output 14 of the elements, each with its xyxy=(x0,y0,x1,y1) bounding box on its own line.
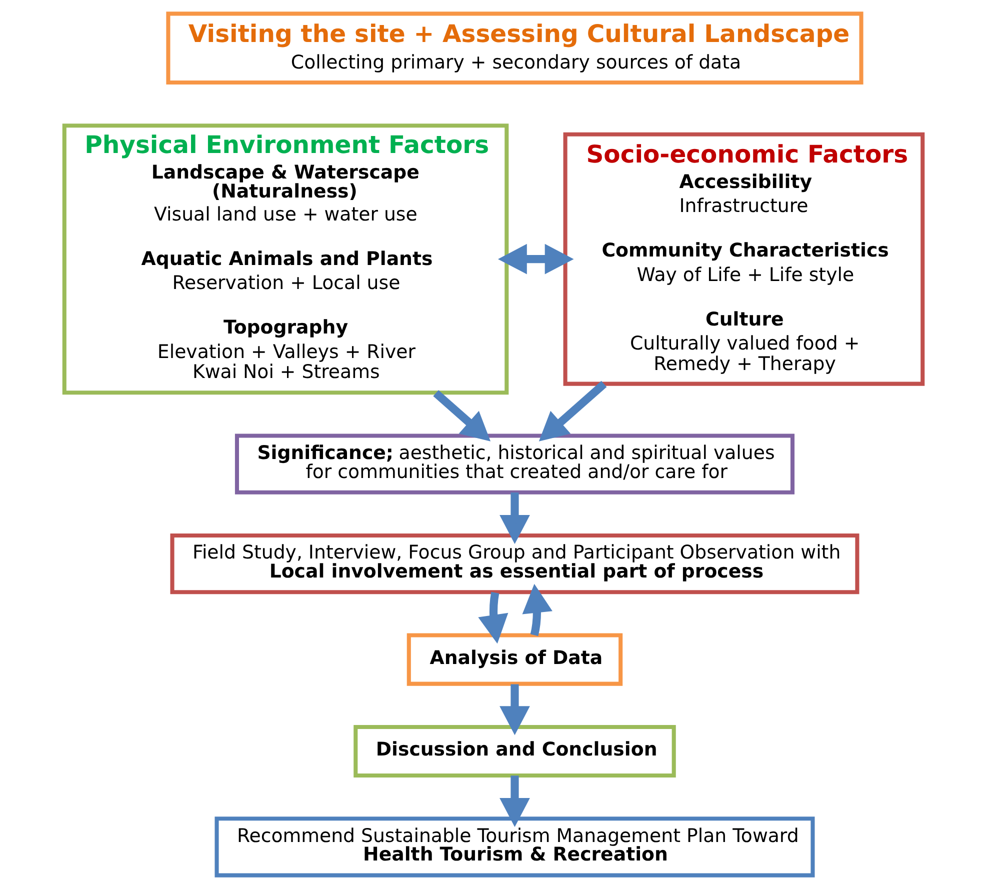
node-box: Physical Environment Factors Landscape & Waterscape (Naturalness) Visual land use + water use Aquatic Animals and Plants Reservation + Local use Topography Elevation + Valleys + River Kwai Noi + Streams xyxy=(62,124,509,395)
arrow xyxy=(500,684,530,736)
node-box: Visiting the site + Assessing Cultural Landscape Collecting primary + secondary sources of data xyxy=(166,12,864,84)
node-box: Recommend Sustainable Tourism Management Plan Toward Health Tourism & Recreation xyxy=(214,816,815,878)
node-box: Analysis of Data xyxy=(406,633,623,686)
arrow xyxy=(538,380,607,442)
node-box: Socio-economic Factors Accessibility Infrastructure Community Characteristics Way of Life + Life style Culture Culturally valued food + Remedy + Therapy xyxy=(563,132,925,386)
arrow xyxy=(433,390,491,442)
node-box: Significance; aesthetic, historical and spiritual values for communities that created and/or care for xyxy=(234,434,795,494)
arrow xyxy=(500,776,530,827)
arrow xyxy=(498,244,574,274)
arrow xyxy=(500,492,530,544)
node-box: Field Study, Interview, Focus Group and Participant Observation with Local involvement as essential part of process xyxy=(170,533,860,594)
node-box: Discussion and Conclusion xyxy=(354,724,676,778)
